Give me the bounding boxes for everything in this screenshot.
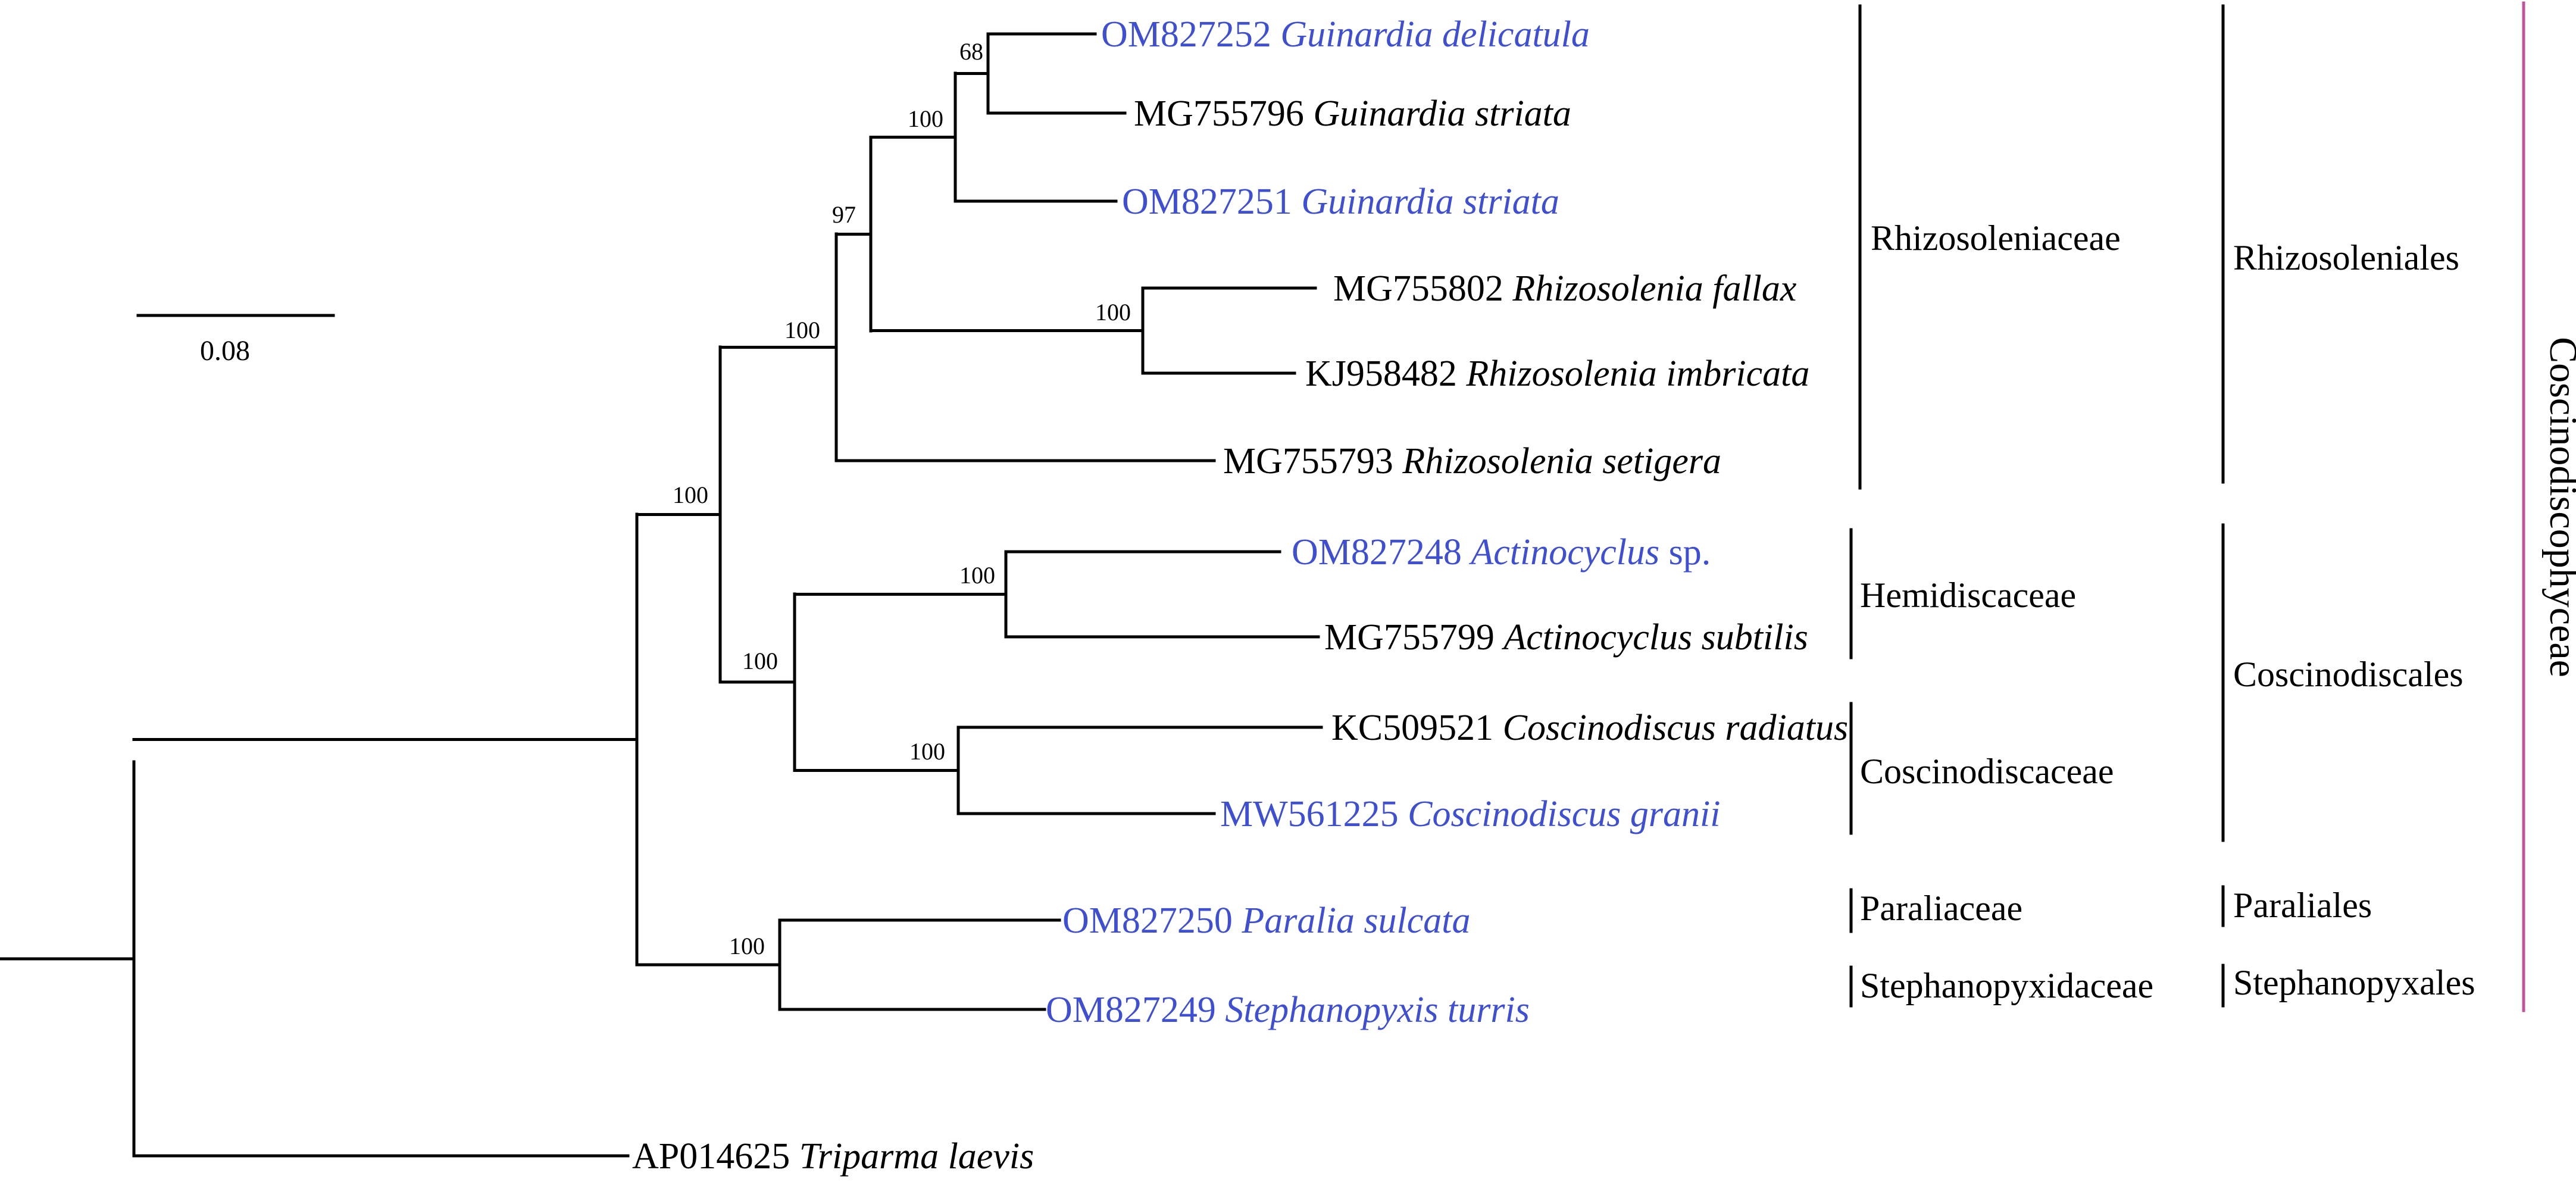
species-suffix: sp. [1659,532,1711,573]
family-label-coscinodiscaceae: Coscinodiscaceae [1860,752,2114,791]
accession-number: MG755796 [1134,93,1313,134]
scale-bar-label: 0.08 [200,335,250,367]
bootstrap-guinardia: 100 [908,105,943,132]
species-name: Coscinodiscus granii [1408,794,1720,834]
taxon-label-t4: MG755802 Rhizosolenia fallax [1333,268,1797,309]
species-name: Guinardia striata [1301,182,1559,222]
species-name: Stephanopyxis turris [1225,990,1529,1030]
family-label-rhizosoleniaceae: Rhizosoleniaceae [1871,218,2121,258]
taxon-label-t5: KJ958482 Rhizosolenia imbricata [1305,354,1809,394]
accession-number: OM827249 [1046,990,1225,1030]
taxon-label-t12: OM827249 Stephanopyxis turris [1046,990,1530,1030]
tree-branches [0,32,1323,1158]
family-label-paraliaceae: Paraliaceae [1860,889,2022,928]
species-name: Triparma laevis [799,1136,1034,1177]
species-name: Rhizosolenia setigera [1402,441,1721,481]
order-label-stephanopyxales: Stephanopyxales [2233,963,2475,1002]
accession-number: MG755793 [1223,441,1402,481]
accession-number: OM827252 [1101,14,1280,55]
bootstrap-actinocyclus: 100 [959,562,995,589]
bootstrap-rhizosolenia-fallax-imbricata: 100 [1095,299,1131,326]
taxon-label-t8: MG755799 Actinocyclus subtilis [1324,617,1808,658]
species-name: Rhizosolenia imbricata [1465,354,1809,394]
accession-number: MG755802 [1333,268,1512,309]
family-label-hemidiscaceae: Hemidiscaceae [1860,576,2076,615]
taxon-label-t10: MW561225 Coscinodiscus granii [1220,794,1720,834]
accession-number: AP014625 [632,1136,799,1177]
accession-number: MG755799 [1324,617,1503,658]
species-name: Actinocyclus subtilis [1501,617,1808,658]
species-name: Guinardia striata [1313,93,1571,134]
species-name: Coscinodiscus radiatus [1503,708,1848,748]
bootstrap-guinardia-rhizosolenia: 97 [832,201,856,228]
bootstrap-rhizosoleniales-coscinodiscales: 100 [673,481,708,508]
species-name: Guinardia delicatula [1280,14,1590,55]
bootstrap-rhizosoleniaceae: 100 [784,317,820,343]
order-label-rhizosoleniales: Rhizosoleniales [2233,238,2459,277]
taxon-label-t13: AP014625 Triparma laevis [632,1136,1034,1177]
taxon-label-t11: OM827250 Paralia sulcata [1062,900,1470,941]
bootstrap-coscinodiscales: 100 [742,648,778,674]
class-label: Coscinodiscophyceae [2541,337,2576,677]
species-name: Paralia sulcata [1241,900,1470,941]
accession-number: KJ958482 [1305,354,1466,394]
accession-number: KC509521 [1331,708,1503,748]
species-name: Rhizosolenia fallax [1512,268,1797,309]
accession-number: OM827248 [1292,532,1471,573]
taxon-label-t3: OM827251 Guinardia striata [1122,182,1559,222]
species-name: Actinocyclus [1468,532,1659,573]
accession-number: OM827250 [1062,900,1242,941]
order-label-paraliales: Paraliales [2233,886,2372,925]
taxon-label-t7: OM827248 Actinocyclus sp. [1292,532,1711,573]
taxon-label-t1: OM827252 Guinardia delicatula [1101,14,1590,55]
bootstrap-paralia-stephanopyxis: 100 [729,933,765,959]
bootstrap-guinardia-delicatula-striata: 68 [959,38,983,65]
taxon-label-t9: KC509521 Coscinodiscus radiatus [1331,708,1848,748]
accession-number: OM827251 [1122,182,1301,222]
clade-annotations: 0.08RhizosoleniaceaeHemidiscaceaeCoscino… [136,1,2576,1012]
accession-number: MW561225 [1220,794,1408,834]
order-label-coscinodiscales: Coscinodiscales [2233,655,2464,694]
taxon-label-t6: MG755793 Rhizosolenia setigera [1223,441,1721,481]
bootstrap-coscinodiscus: 100 [909,738,945,765]
family-label-stephanopyxidaceae: Stephanopyxidaceae [1860,966,2153,1005]
taxon-label-t2: MG755796 Guinardia striata [1134,93,1571,134]
